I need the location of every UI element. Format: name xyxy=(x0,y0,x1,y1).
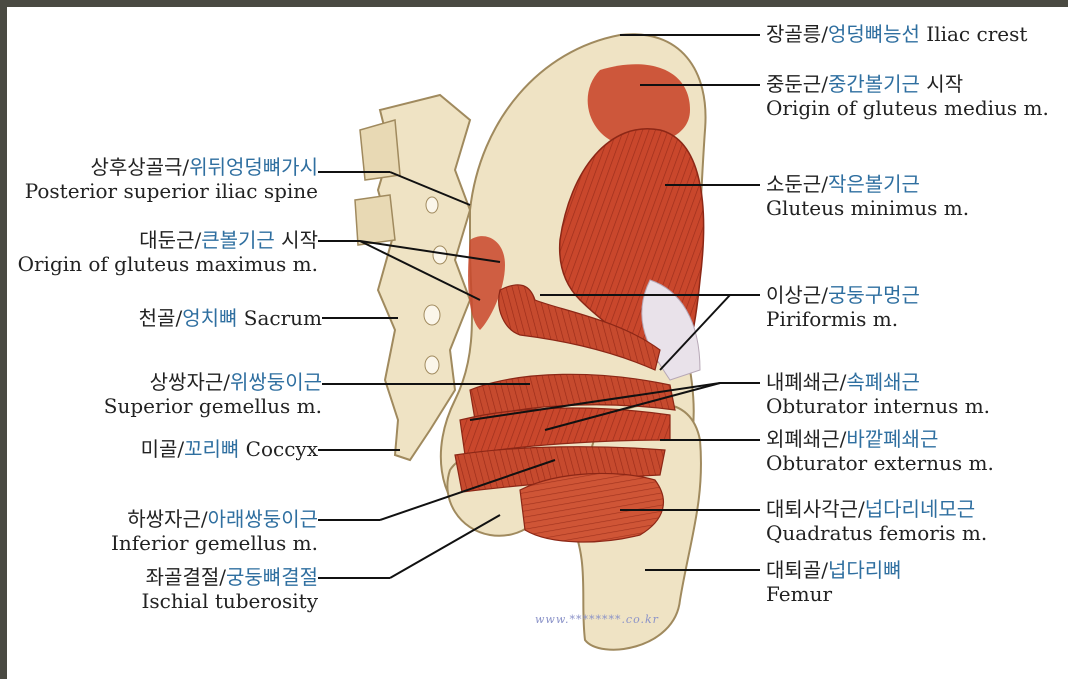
sacral-foramen-3 xyxy=(424,305,440,325)
label-sacrum: 천골/엉치뼈 Sacrum xyxy=(139,306,322,330)
label-ischial-tuberosity: 좌골결절/궁둥뼈결절 Ischial tuberosity xyxy=(142,565,318,613)
label-piriformis: 이상근/궁둥구멍근 Piriformis m. xyxy=(766,283,920,331)
quadratus-femoris-muscle xyxy=(520,473,663,542)
label-coccyx: 미골/꼬리뼈 Coccyx xyxy=(141,437,318,461)
label-origin-gluteus-maximus: 대둔근/큰볼기근 시작 Origin of gluteus maximus m. xyxy=(18,228,318,276)
sacral-foramen-1 xyxy=(426,197,438,213)
label-quadratus-femoris: 대퇴사각근/넙다리네모근 Quadratus femoris m. xyxy=(766,497,987,545)
label-superior-gemellus: 상쌍자근/위쌍둥이근 Superior gemellus m. xyxy=(104,370,322,418)
label-iliac-crest: 장골릉/엉덩뼈능선 Iliac crest xyxy=(766,22,1027,46)
label-obturator-externus: 외폐쇄근/바깥폐쇄근 Obturator externus m. xyxy=(766,427,994,475)
label-gluteus-minimus: 소둔근/작은볼기근 Gluteus minimus m. xyxy=(766,172,969,220)
label-inferior-gemellus: 하쌍자근/아래쌍둥이근 Inferior gemellus m. xyxy=(111,507,318,555)
sacral-foramen-4 xyxy=(425,356,439,374)
label-posterior-superior-iliac-spine: 상후상골극/위뒤엉덩뼈가시 Posterior superior iliac s… xyxy=(25,155,318,203)
label-obturator-internus: 내폐쇄근/속폐쇄근 Obturator internus m. xyxy=(766,370,990,418)
label-femur: 대퇴골/넙다리뼈 Femur xyxy=(766,558,902,606)
sacral-foramen-2 xyxy=(433,246,447,264)
label-origin-gluteus-medius: 중둔근/중간볼기근 시작 Origin of gluteus medius m. xyxy=(766,72,1049,120)
watermark: www.********.co.kr xyxy=(535,613,659,626)
